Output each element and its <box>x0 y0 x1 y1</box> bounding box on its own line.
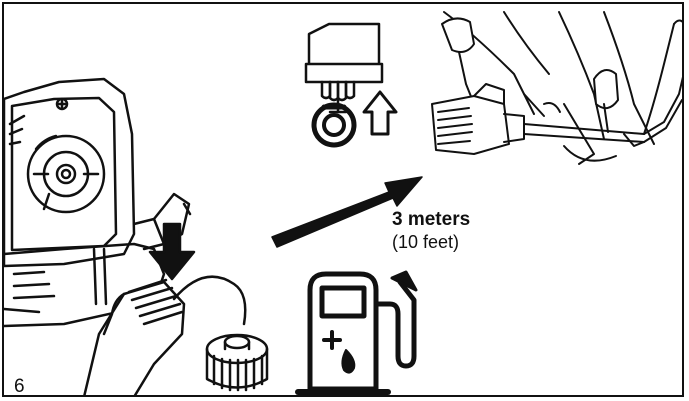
instruction-illustration: 3 meters (10 feet) 6 <box>2 2 684 397</box>
hand-pull-choke-icon <box>304 22 384 148</box>
engine-housing <box>4 77 192 328</box>
figure-number: 6 <box>14 376 25 397</box>
distance-label: 3 meters (10 feet) <box>392 209 470 253</box>
distance-feet: (10 feet) <box>392 232 460 252</box>
pull-up-arrow-icon <box>362 90 398 136</box>
illustration-art <box>4 11 682 395</box>
fuel-can <box>83 275 269 395</box>
fuel-pump-icon <box>295 270 418 395</box>
distance-meters: 3 meters <box>392 209 471 230</box>
operator-starting-trimmer <box>431 11 682 165</box>
pour-arrow-icon <box>148 222 196 281</box>
move-away-arrow-icon <box>271 176 423 248</box>
